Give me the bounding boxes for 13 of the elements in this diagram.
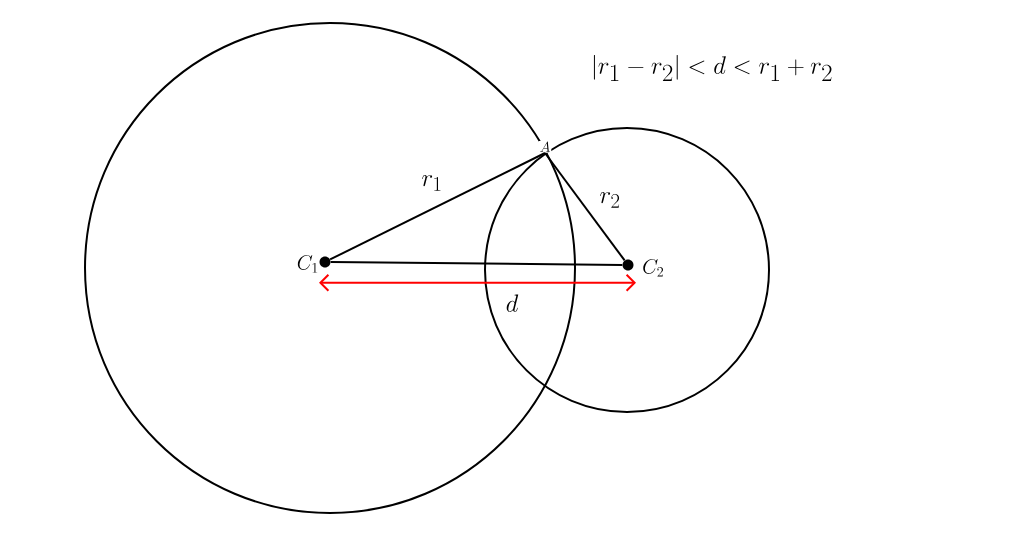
condition-formula: $|r_1-r_2|<d<r_1+r_2$ — [593, 55, 832, 81]
line-label: $r_2$ — [600, 192, 620, 208]
point-label: $C_1$ — [297, 254, 318, 273]
line — [329, 261, 624, 266]
point — [622, 259, 634, 271]
line — [319, 273, 636, 292]
line-label: $r_1$ — [422, 175, 441, 191]
point — [319, 256, 331, 268]
line — [544, 152, 626, 262]
point-label: $A$ — [538, 141, 552, 153]
line — [329, 152, 546, 261]
point-label: $C_2$ — [643, 258, 663, 277]
line-label: $d$ — [506, 294, 519, 312]
